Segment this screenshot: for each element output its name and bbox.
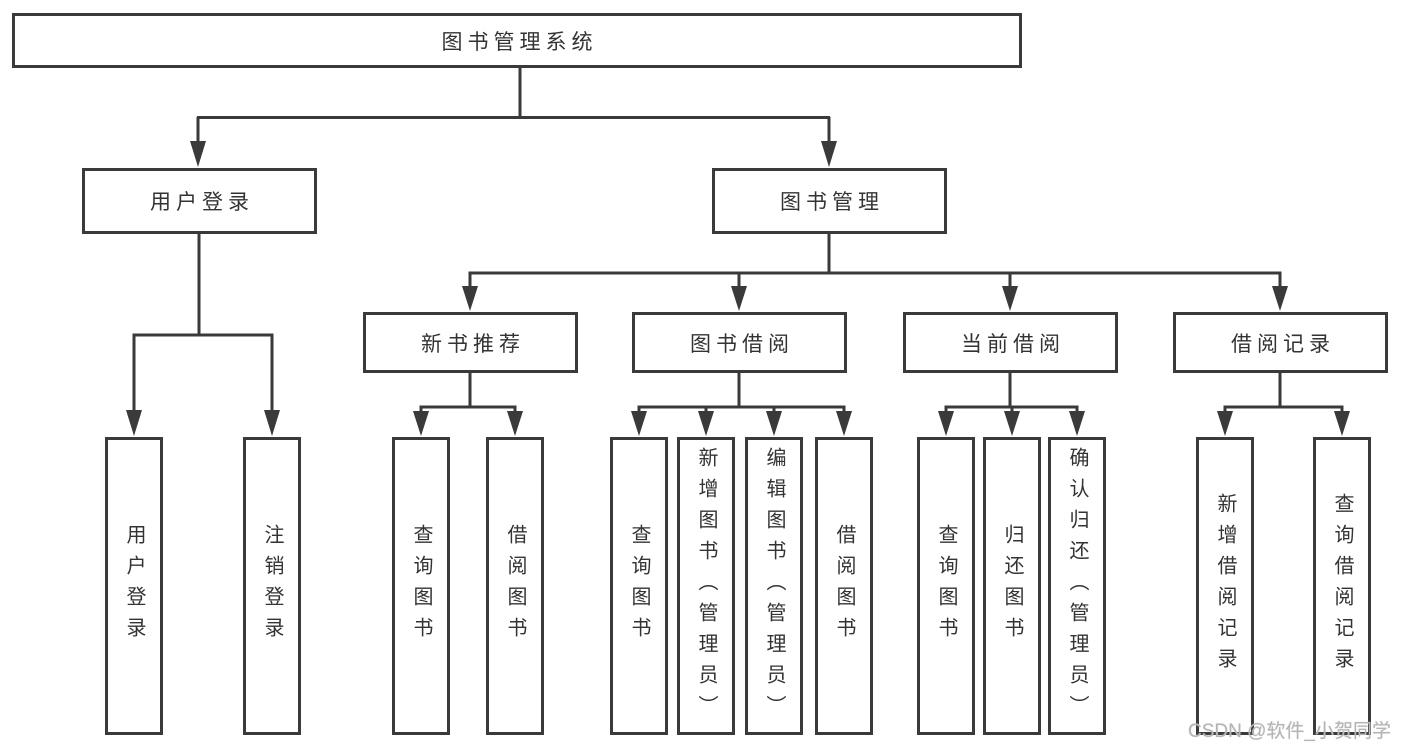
node-library-system: 图书管理系统 (12, 13, 1022, 68)
edge-userlogin-rail (132, 234, 274, 412)
node-book-management: 图书管理 (712, 168, 947, 234)
leaf-confirm-return-admin: 确认归还（管理员） (1048, 437, 1106, 735)
node-current-borrow: 当前借阅 (903, 312, 1118, 373)
leaf-query-books-1: 查询图书 (392, 437, 450, 735)
node-user-login: 用户登录 (82, 168, 317, 234)
leaf-query-books-3: 查询图书 (917, 437, 975, 735)
csdn-watermark: CSDN @软件_小贺同学 (1188, 721, 1391, 742)
leaf-return-books: 归还图书 (983, 437, 1041, 735)
edge-root-rail (196, 68, 831, 143)
edge-currentborrow-rail (944, 373, 1079, 413)
node-new-book-recommend: 新书推荐 (363, 312, 578, 373)
arrowheads (126, 141, 1350, 436)
edge-bookmgmt-rail (468, 234, 1282, 288)
leaf-query-books-2: 查询图书 (610, 437, 668, 735)
edge-borrowrecords-rail (1223, 373, 1344, 413)
leaf-user-login: 用户登录 (105, 437, 163, 735)
leaf-add-borrow-record: 新增借阅记录 (1196, 437, 1254, 735)
edge-bookborrow-rail (637, 373, 846, 413)
leaf-edit-books-admin: 编辑图书（管理员） (745, 437, 803, 735)
node-book-borrow: 图书借阅 (632, 312, 847, 373)
leaf-borrow-books-1: 借阅图书 (486, 437, 544, 735)
leaf-logout: 注销登录 (243, 437, 301, 735)
node-borrow-records: 借阅记录 (1173, 312, 1388, 373)
edge-newbooks-rail (419, 373, 517, 413)
leaf-query-borrow-record: 查询借阅记录 (1313, 437, 1371, 735)
leaf-add-books-admin: 新增图书（管理员） (677, 437, 735, 735)
leaf-borrow-books-2: 借阅图书 (815, 437, 873, 735)
